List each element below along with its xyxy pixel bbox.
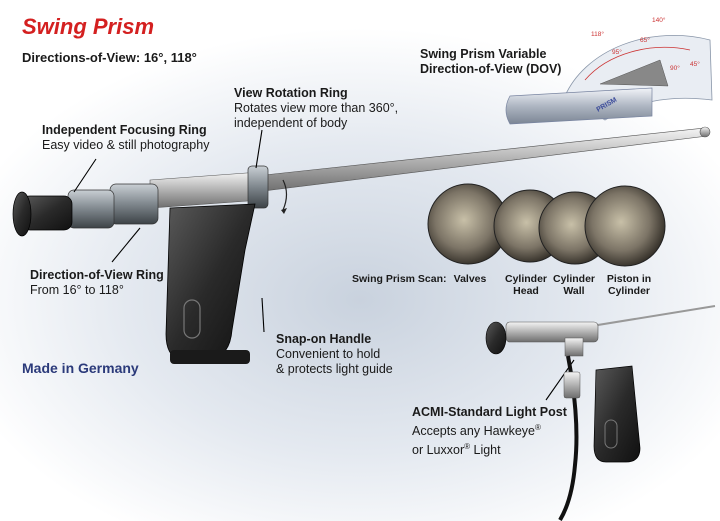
scope-body-tube xyxy=(149,171,263,209)
callout-dov-variable: Swing Prism Variable Direction-of-View (… xyxy=(420,47,561,77)
small-scope-eyepiece xyxy=(485,321,507,355)
scan-item-valves: Valves xyxy=(453,273,487,285)
dov-variable-title-1: Swing Prism Variable xyxy=(420,47,547,61)
dov-angle-label: 65° xyxy=(640,36,650,44)
dov-angle-label: 118° xyxy=(591,30,604,38)
scope-shaft xyxy=(254,127,708,193)
handle-base xyxy=(170,350,250,364)
dov-angle-label: 45° xyxy=(690,60,700,68)
made-in-label: Made in Germany xyxy=(22,360,139,376)
handle-desc-2: & protects light guide xyxy=(276,362,393,376)
dov-ring-title: Direction-of-View Ring xyxy=(30,268,164,282)
dov-angle-label: 140° xyxy=(652,16,666,24)
dov-ring-desc: From 16° to 118° xyxy=(30,283,124,297)
direction-of-view-ring xyxy=(109,183,159,225)
dov-angle-label: 90° xyxy=(670,64,680,72)
view-rotation-desc-2: independent of body xyxy=(234,116,348,130)
light-post-connector xyxy=(563,371,581,399)
focusing-ring-title: Independent Focusing Ring xyxy=(42,123,207,137)
callout-light-post: ACMI-Standard Light Post Accepts any Haw… xyxy=(412,405,567,458)
page-title: Swing Prism xyxy=(22,14,155,39)
scan-label: Swing Prism Scan: xyxy=(352,273,447,285)
handle-desc-1: Convenient to hold xyxy=(276,347,381,361)
dov-variable-title-2: Direction-of-View (DOV) xyxy=(420,62,562,76)
focusing-ring xyxy=(67,189,115,229)
scan-image-piston xyxy=(584,185,666,267)
light-post-title: ACMI-Standard Light Post xyxy=(412,405,567,419)
view-rotation-desc-1: Rotates view more than 360°, xyxy=(234,101,399,115)
callout-view-rotation: View Rotation Ring Rotates view more tha… xyxy=(234,86,398,131)
small-scope-body xyxy=(505,321,599,343)
scope-tip xyxy=(699,126,711,138)
page-subtitle: Directions-of-View: 16°, 118° xyxy=(22,50,197,65)
callout-snap-on-handle: Snap-on Handle Convenient to hold & prot… xyxy=(276,332,393,377)
eyepiece-lens xyxy=(12,191,32,237)
rotation-arrow-icon xyxy=(282,179,288,211)
dov-wedge xyxy=(599,59,669,87)
handle-slot xyxy=(183,299,201,339)
snap-on-handle xyxy=(165,203,256,361)
small-handle xyxy=(593,365,641,463)
callout-dov-ring: Direction-of-View Ring From 16° to 118° xyxy=(30,268,164,298)
light-post-desc-1: Accepts any Hawkeye® xyxy=(412,423,541,439)
handle-title: Snap-on Handle xyxy=(276,332,372,346)
light-post-desc-2: or Luxxor® Light xyxy=(412,442,501,458)
focusing-ring-desc: Easy video & still photography xyxy=(42,138,210,152)
view-rotation-title: View Rotation Ring xyxy=(234,86,348,100)
prism-tube xyxy=(505,87,653,125)
dov-angle-label: 95° xyxy=(612,48,622,56)
callout-focusing-ring: Independent Focusing Ring Easy video & s… xyxy=(42,123,209,153)
view-rotation-ring xyxy=(247,165,269,209)
